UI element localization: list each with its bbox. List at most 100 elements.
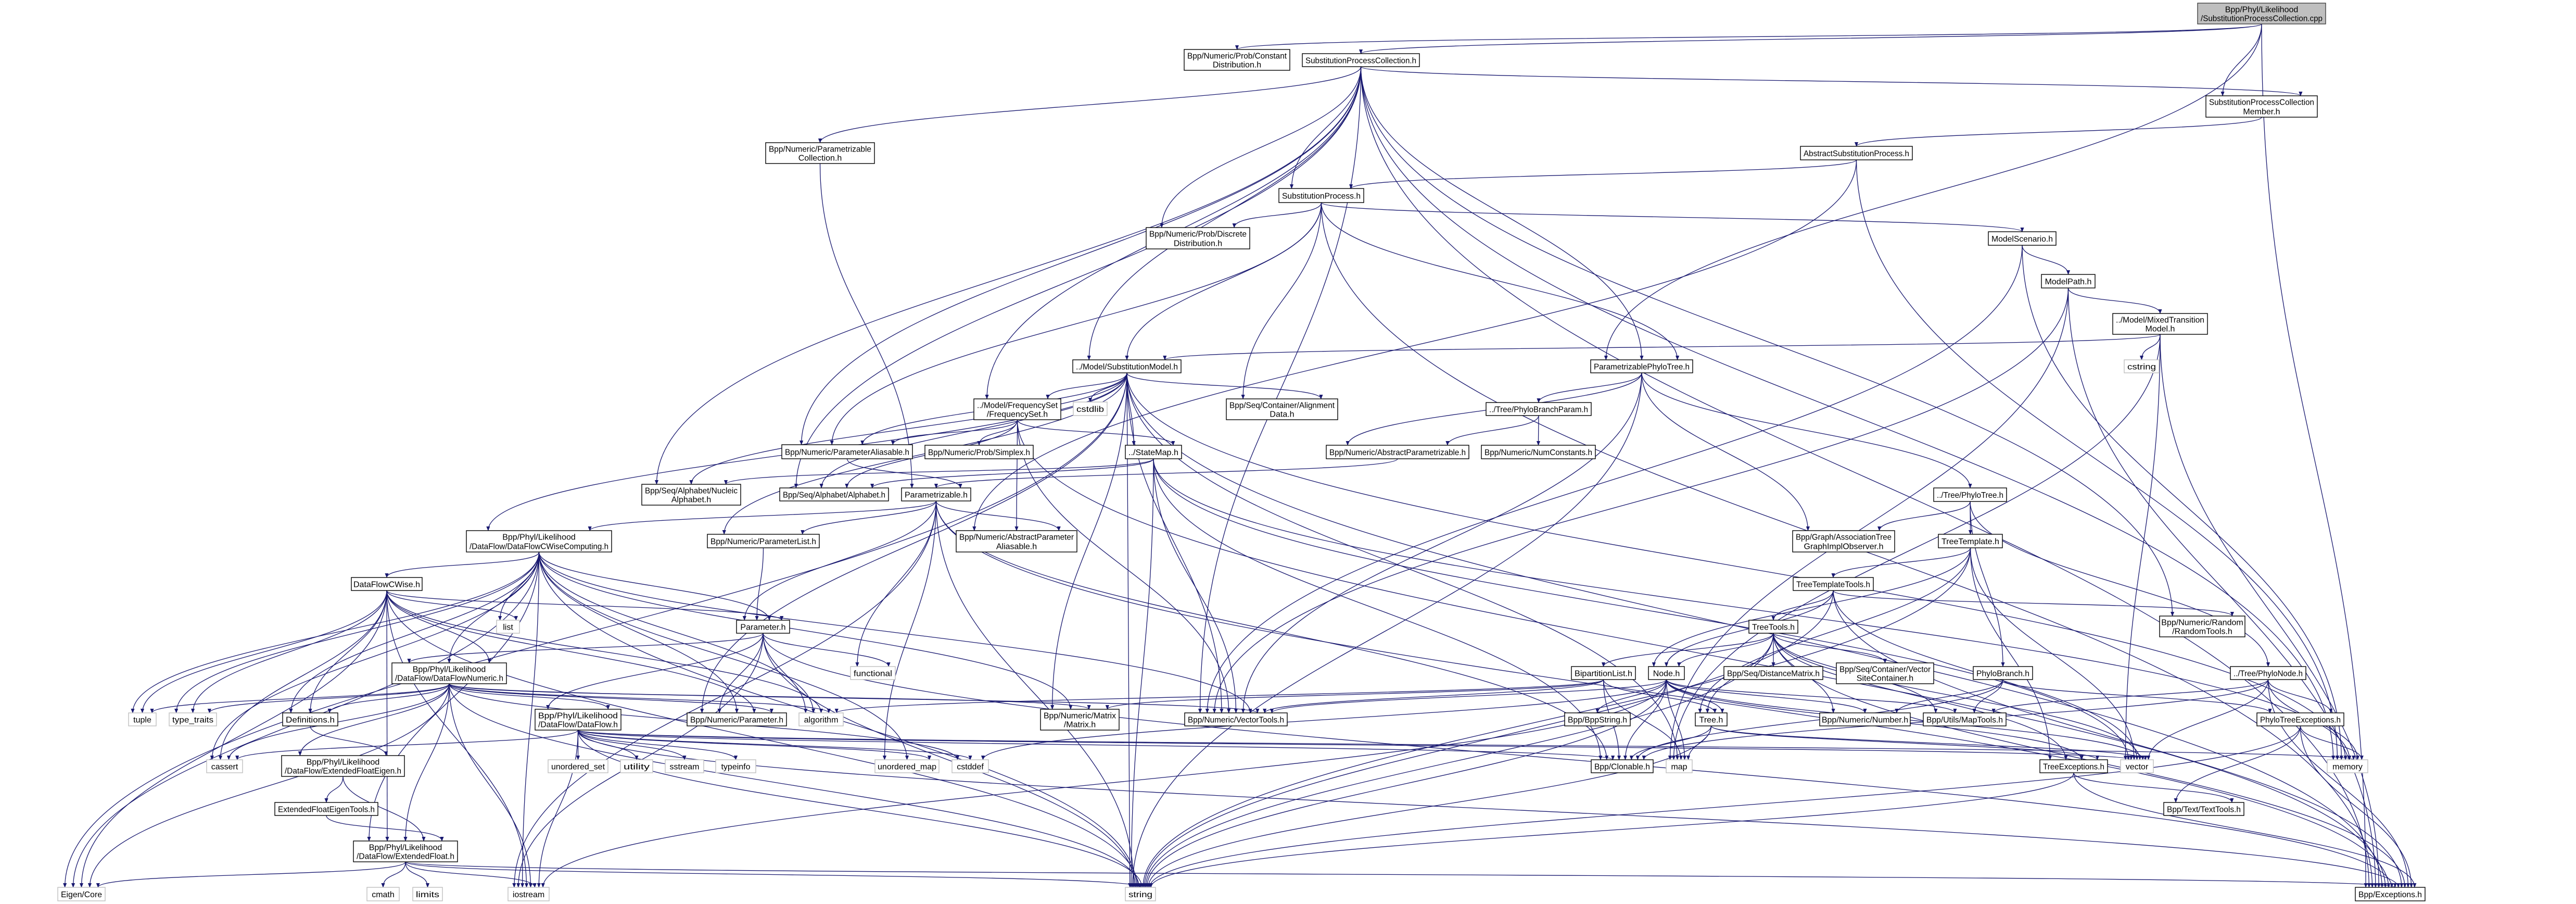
graph-node-texttools[interactable]: Bpp/Text/TextTools.h: [2163, 802, 2244, 816]
graph-node-pbp[interactable]: ../Tree/PhyloBranchParam.h: [1486, 402, 1592, 416]
edge-dfcwc-to-algorithm: [538, 551, 816, 713]
graph-node-maptools[interactable]: Bpp/Utils/MapTools.h: [1923, 712, 2007, 726]
graph-node-ttools[interactable]: TreeTools.h: [1748, 620, 1798, 634]
graph-node-phylotree[interactable]: ../Tree/PhyloTree.h: [1933, 487, 2007, 502]
graph-node-functional[interactable]: functional: [850, 666, 896, 680]
graph-node-cstddef[interactable]: cstddef: [951, 759, 989, 773]
edge-parz-to-dfcwc: [588, 500, 937, 531]
graph-node-pte[interactable]: PhyloTreeExceptions.h: [2256, 712, 2344, 726]
graph-node-list[interactable]: list: [496, 620, 520, 634]
graph-node-ttt[interactable]: TreeTemplateTools.h: [1793, 577, 1874, 591]
edge-tree-to-vector: [1710, 725, 2148, 760]
graph-node-texc[interactable]: TreeExceptions.h: [2039, 759, 2108, 773]
graph-node-dmat[interactable]: Bpp/Seq/DistanceMatrix.h: [1723, 666, 1823, 680]
node-label: Bpp/Numeric/Number.h: [1822, 716, 1908, 725]
graph-node-cmath[interactable]: cmath: [366, 887, 400, 901]
graph-node-mpath[interactable]: ModelPath.h: [2041, 274, 2096, 288]
graph-node-memory[interactable]: memory: [2327, 759, 2368, 773]
node-box: [274, 802, 378, 816]
graph-node-atg[interactable]: Bpp/Graph/AssociationTreeGraphImplObserv…: [1792, 530, 1895, 553]
node-box: [2163, 802, 2244, 816]
graph-node-parz[interactable]: Parametrizable.h: [901, 487, 971, 501]
graph-node-ppt[interactable]: ParametrizablePhyloTree.h: [1590, 359, 1693, 373]
graph-node-clonable[interactable]: Bpp/Clonable.h: [1591, 759, 1654, 773]
node-label: Distribution.h: [1213, 61, 1261, 70]
graph-node-bppstr[interactable]: Bpp/BppString.h: [1564, 712, 1631, 726]
graph-node-sstream[interactable]: sstream: [665, 759, 704, 773]
graph-node-dfcw[interactable]: DataFlowCWise.h: [351, 577, 423, 591]
graph-node-dfnum[interactable]: Bpp/Phyl/Likelihood/DataFlow/DataFlowNum…: [391, 662, 507, 684]
graph-node-statemap[interactable]: ../StateMap.h: [1125, 445, 1182, 459]
graph-node-algorithm[interactable]: algorithm: [798, 712, 844, 726]
graph-node-dataflow[interactable]: Bpp/Phyl/Likelihood/DataFlow/DataFlow.h: [535, 709, 621, 731]
graph-node-tree[interactable]: Tree.h: [1695, 712, 1728, 726]
graph-node-tuple[interactable]: tuple: [128, 712, 157, 726]
graph-node-vector[interactable]: vector: [2120, 759, 2154, 773]
graph-node-randt[interactable]: Bpp/Numeric/Random/RandomTools.h: [2159, 616, 2245, 637]
graph-node-numc[interactable]: Bpp/Numeric/NumConstants.h: [1481, 445, 1596, 459]
graph-node-iostream[interactable]: iostream: [507, 887, 550, 901]
graph-node-plist[interactable]: Bpp/Numeric/ParameterList.h: [707, 534, 820, 548]
graph-node-root[interactable]: Bpp/Phyl/Likelihood/SubstitutionProcessC…: [2197, 3, 2326, 24]
node-box: [1836, 662, 1934, 684]
graph-node-smodel[interactable]: ../Model/SubstitutionModel.h: [1072, 359, 1182, 373]
node-label: Bpp/BppString.h: [1568, 716, 1627, 725]
graph-node-defs[interactable]: Definitions.h: [282, 712, 338, 726]
graph-node-utility[interactable]: utility: [620, 759, 653, 773]
graph-node-typeinfo[interactable]: typeinfo: [715, 759, 756, 773]
graph-node-spc[interactable]: SubstitutionProcessCollection.h: [1302, 53, 1420, 67]
graph-node-nparam[interactable]: Bpp/Numeric/Parameter.h: [687, 712, 787, 726]
graph-node-cstring[interactable]: cstring: [2124, 359, 2160, 373]
graph-node-eigen[interactable]: Eigen/Core: [57, 887, 106, 901]
graph-node-bipl[interactable]: BipartitionList.h: [1571, 666, 1636, 680]
graph-node-simplex[interactable]: Bpp/Numeric/Prob/Simplex.h: [924, 445, 1034, 459]
graph-node-asp[interactable]: AbstractSubstitutionProcess.h: [1800, 146, 1913, 160]
graph-node-limits[interactable]: limits: [412, 887, 443, 901]
graph-node-dfcwc[interactable]: Bpp/Phyl/Likelihood/DataFlow/DataFlowCWi…: [466, 530, 612, 553]
edge-pnode-to-maptools: [1991, 679, 2269, 713]
graph-node-freq[interactable]: ../Model/FrequencySet/FrequencySet.h: [973, 398, 1061, 420]
edge-mixed-to-cstring: [2139, 334, 2161, 360]
graph-node-apar[interactable]: Bpp/Numeric/AbstractParametrizable.h: [1326, 445, 1469, 459]
graph-node-efloat[interactable]: Bpp/Phyl/Likelihood/DataFlow/ExtendedFlo…: [353, 840, 458, 862]
edge-freq-to-exceptions: [1017, 419, 2388, 888]
graph-node-eftools[interactable]: ExtendedFloatEigenTools.h: [274, 802, 378, 816]
node-box: [1125, 445, 1182, 459]
graph-node-typetraits[interactable]: type_traits: [169, 712, 217, 726]
graph-node-umap[interactable]: unordered_map: [874, 759, 940, 773]
graph-node-ttemp[interactable]: TreeTemplate.h: [1938, 534, 2003, 548]
node-box: [281, 755, 405, 777]
edge-dfnum-to-efloat: [403, 683, 450, 842]
graph-node-cstdlib[interactable]: cstdlib: [1073, 401, 1108, 416]
graph-node-sp[interactable]: SubstitutionProcess.h: [1278, 188, 1364, 203]
node-box: [874, 759, 940, 773]
graph-node-matrix[interactable]: Bpp/Numeric/Matrix/Matrix.h: [1040, 709, 1120, 731]
graph-node-vtools[interactable]: Bpp/Numeric/VectorTools.h: [1184, 712, 1288, 726]
graph-node-alpha[interactable]: Bpp/Seq/Alphabet/Alphabet.h: [779, 487, 889, 501]
graph-node-pnode[interactable]: ../Tree/PhyloNode.h: [2230, 666, 2306, 680]
graph-node-uset[interactable]: unordered_set: [548, 759, 608, 773]
graph-node-exceptions[interactable]: Bpp/Exceptions.h: [2355, 887, 2426, 901]
graph-node-cassert[interactable]: cassert: [206, 759, 243, 773]
graph-node-efeigen[interactable]: Bpp/Phyl/Likelihood/DataFlow/ExtendedFlo…: [281, 755, 405, 777]
edge-node-to-cstddef: [981, 679, 1667, 760]
graph-node-node[interactable]: Node.h: [1648, 666, 1685, 680]
graph-node-map[interactable]: map: [1666, 759, 1693, 773]
graph-node-mscen[interactable]: ModelScenario.h: [1988, 231, 2057, 246]
graph-node-number[interactable]: Bpp/Numeric/Number.h: [1819, 712, 1911, 726]
node-box: [1302, 53, 1420, 67]
graph-node-paral[interactable]: Bpp/Numeric/ParameterAliasable.h: [781, 444, 913, 459]
graph-node-param[interactable]: Parameter.h: [736, 620, 790, 634]
graph-node-pbranch[interactable]: PhyloBranch.h: [1973, 666, 2033, 680]
graph-node-string[interactable]: string: [1125, 887, 1156, 901]
edge-efeigen-to-eftools: [324, 776, 344, 803]
